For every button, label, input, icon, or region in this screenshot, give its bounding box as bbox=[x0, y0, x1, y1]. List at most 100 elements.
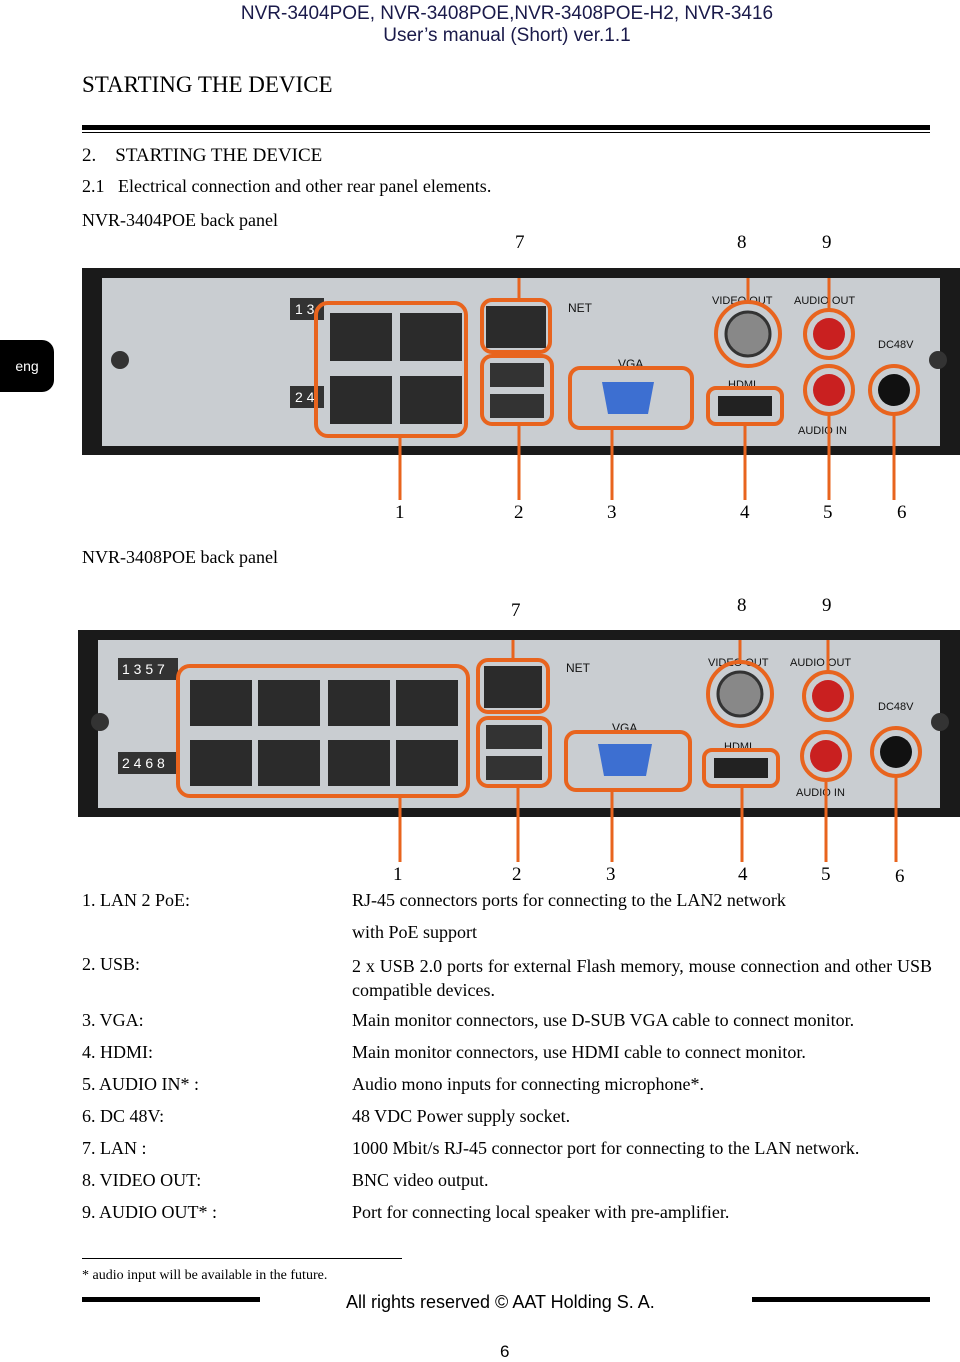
callout-b-3: 3 bbox=[606, 864, 616, 885]
callout-2: 2 bbox=[514, 502, 524, 523]
callout-9: 9 bbox=[822, 232, 832, 253]
audio-out-rca bbox=[813, 318, 845, 350]
usb-port-2 bbox=[486, 756, 542, 780]
spec-desc: Audio mono inputs for connecting microph… bbox=[352, 1074, 704, 1094]
audio-in-rca bbox=[813, 374, 845, 406]
panel-b-figure: 1 3 5 7 2 4 6 8 NET VGA VIDEO OUT AUDIO … bbox=[78, 630, 960, 862]
page-number: 6 bbox=[500, 1342, 510, 1361]
highlight-audio-in bbox=[803, 364, 855, 416]
hdmi-port bbox=[718, 396, 772, 416]
spec-label: 5. AUDIO IN* : bbox=[82, 1074, 199, 1094]
spec-label: 3. VGA: bbox=[82, 1010, 144, 1030]
callout-7: 7 bbox=[515, 232, 525, 253]
hdmi-port bbox=[714, 758, 768, 778]
callout-b-6: 6 bbox=[895, 866, 905, 887]
svg-text:AUDIO OUT: AUDIO OUT bbox=[794, 295, 855, 307]
highlight-hdmi bbox=[706, 386, 784, 426]
highlight-lan-poe bbox=[314, 301, 468, 438]
callout-5: 5 bbox=[823, 502, 833, 523]
callout-1: 1 bbox=[395, 502, 405, 523]
panel-a-caption: NVR-3404POE back panel bbox=[82, 210, 278, 230]
spec-desc: 2 x USB 2.0 ports for external Flash mem… bbox=[352, 956, 932, 1000]
footer-copyright: All rights reserved © AAT Holding S. A. bbox=[346, 1292, 655, 1312]
spec-label: 4. HDMI: bbox=[82, 1042, 153, 1062]
section-subheading: 2.1 Electrical connection and other rear… bbox=[82, 176, 492, 196]
page-title: STARTING THE DEVICE bbox=[82, 72, 333, 97]
panel-b-caption: NVR-3408POE back panel bbox=[82, 547, 278, 567]
header-models: NVR-3404POE, NVR-3408POE,NVR-3408POE-H2,… bbox=[240, 3, 774, 24]
callout-b-1: 1 bbox=[393, 864, 403, 885]
spec-label: 6. DC 48V: bbox=[82, 1106, 165, 1126]
highlight-audio-in bbox=[800, 730, 852, 782]
footer-rule-left bbox=[82, 1297, 260, 1302]
lan-port bbox=[484, 666, 542, 708]
highlight-lan-poe bbox=[176, 664, 470, 798]
spec-desc: Main monitor connectors, use HDMI cable … bbox=[352, 1042, 806, 1062]
group-bottom-label: 2 4 6 8 bbox=[122, 755, 165, 771]
lan-poe-ports bbox=[190, 680, 458, 786]
spec-label: 2. USB: bbox=[82, 954, 141, 974]
highlight-hdmi bbox=[702, 748, 780, 788]
usb-port-1 bbox=[490, 363, 544, 387]
callout-b-8: 8 bbox=[737, 595, 747, 616]
svg-text:AUDIO IN: AUDIO IN bbox=[798, 425, 847, 437]
callout-8: 8 bbox=[737, 232, 747, 253]
callout-b-5: 5 bbox=[821, 864, 831, 885]
usb-port-1 bbox=[486, 725, 542, 749]
audio-in-rca bbox=[810, 740, 842, 772]
svg-text:DC48V: DC48V bbox=[878, 339, 914, 351]
svg-text:AUDIO IN: AUDIO IN bbox=[796, 787, 845, 799]
title-rule-thin bbox=[82, 132, 930, 133]
lan-port bbox=[486, 306, 546, 348]
svg-text:NET: NET bbox=[566, 661, 591, 675]
svg-text:AUDIO OUT: AUDIO OUT bbox=[790, 657, 851, 669]
panel-a-figure: 1 3 2 4 NET VGA VIDEO OUT AUDIO OUT HDMI… bbox=[82, 268, 960, 500]
section-heading: 2. STARTING THE DEVICE bbox=[82, 145, 323, 166]
spec-desc: Port for connecting local speaker with p… bbox=[352, 1202, 730, 1222]
bnc-connector bbox=[716, 670, 764, 718]
callout-lines bbox=[398, 278, 896, 500]
group-bottom-label: 2 4 bbox=[295, 389, 315, 405]
spec-label: 7. LAN : bbox=[82, 1138, 147, 1158]
dc-socket bbox=[878, 374, 910, 406]
spec-label: 1. LAN 2 PoE: bbox=[82, 890, 190, 910]
spec-desc: Main monitor connectors, use D-SUB VGA c… bbox=[352, 1010, 855, 1030]
usb-port-2 bbox=[490, 394, 544, 418]
svg-text:DC48V: DC48V bbox=[878, 701, 914, 713]
screw-right bbox=[931, 713, 949, 731]
screw-left bbox=[91, 713, 109, 731]
spec-desc: with PoE support bbox=[352, 922, 478, 942]
callout-6: 6 bbox=[897, 502, 907, 523]
callout-b-2: 2 bbox=[512, 864, 522, 885]
spec-desc: BNC video output. bbox=[352, 1170, 489, 1190]
screw-left bbox=[111, 351, 129, 369]
highlight-usb bbox=[476, 716, 552, 788]
vga-connector bbox=[602, 382, 654, 414]
footnote: * audio input will be available in the f… bbox=[82, 1268, 328, 1283]
vga-connector bbox=[598, 744, 652, 776]
audio-out-rca bbox=[812, 680, 844, 712]
screw-right bbox=[929, 351, 947, 369]
callout-b-4: 4 bbox=[738, 864, 748, 885]
callout-b-9: 9 bbox=[822, 595, 832, 616]
callout-3: 3 bbox=[607, 502, 617, 523]
highlight-vga bbox=[564, 730, 692, 792]
footer-rule-right bbox=[752, 1297, 930, 1302]
dc-socket bbox=[880, 736, 912, 768]
highlight-dc bbox=[868, 364, 920, 416]
lan-poe-ports bbox=[330, 313, 462, 424]
spec-desc: 1000 Mbit/s RJ-45 connector port for con… bbox=[352, 1138, 860, 1158]
title-rule bbox=[82, 125, 930, 130]
callout-4: 4 bbox=[740, 502, 750, 523]
highlight-usb bbox=[480, 354, 554, 426]
callout-b-7: 7 bbox=[511, 600, 521, 621]
highlight-lan bbox=[480, 298, 552, 354]
header-manual: User’s manual (Short) ver.1.1 bbox=[383, 25, 631, 46]
highlight-dc bbox=[870, 726, 922, 778]
spec-desc: 48 VDC Power supply socket. bbox=[352, 1106, 571, 1126]
bnc-connector bbox=[724, 310, 772, 358]
spec-label: 8. VIDEO OUT: bbox=[82, 1170, 202, 1190]
svg-text:NET: NET bbox=[568, 301, 593, 315]
group-top-label: 1 3 5 7 bbox=[122, 661, 165, 677]
language-tab: eng bbox=[0, 340, 54, 392]
